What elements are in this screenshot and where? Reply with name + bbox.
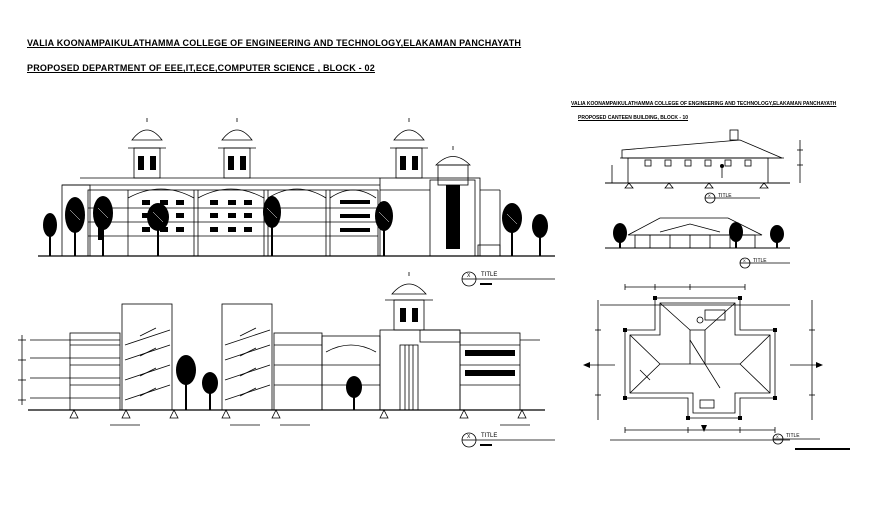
canteen-front-elevation: [605, 217, 790, 249]
canteen-front-title-mark: [739, 257, 790, 269]
canteen-front-label: TITLE: [753, 258, 767, 264]
front-elevation-label: TITLE: [481, 272, 497, 278]
section-label: TITLE: [481, 433, 497, 439]
canteen-floor-plan: [583, 284, 823, 441]
canteen-college-title: VALIA KOONAMPAIKULATHAMMA COLLEGE OF ENG…: [571, 101, 837, 107]
canteen-plan-title-mark: [772, 433, 850, 450]
front-elevation: [38, 118, 555, 257]
building-section: [18, 272, 545, 426]
canteen-front-symbol: X: [743, 258, 746, 263]
front-elevation-symbol: X: [467, 273, 471, 279]
section-symbol: X: [467, 434, 471, 440]
canteen-side-label: TITLE: [718, 193, 732, 199]
front-elevation-title-mark: [461, 271, 555, 287]
canteen-block-title: PROPOSED CANTEEN BUILDING, BLOCK - 10: [578, 115, 689, 121]
canteen-plan-symbol: X: [776, 434, 779, 439]
canteen-side-title-mark: [704, 192, 760, 204]
canteen-side-symbol: X: [708, 193, 711, 198]
canteen-side-elevation: [605, 129, 803, 189]
canteen-plan-label: TITLE: [786, 433, 800, 439]
block-02-title: PROPOSED DEPARTMENT OF EEE,IT,ECE,COMPUT…: [27, 63, 375, 73]
college-title: VALIA KOONAMPAIKULATHAMMA COLLEGE OF ENG…: [27, 38, 522, 48]
section-title-mark: [461, 432, 555, 448]
